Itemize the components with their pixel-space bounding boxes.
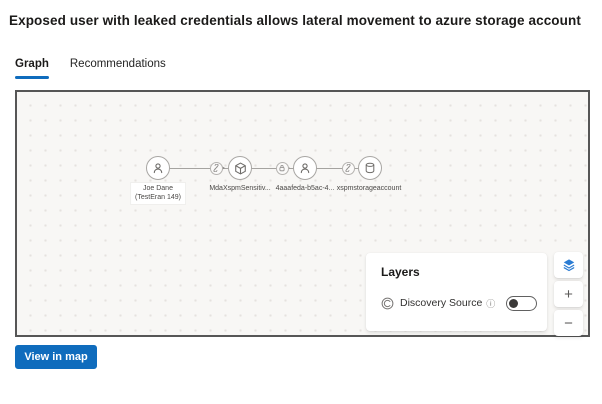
toggle-knob — [509, 298, 518, 308]
discovery-source-icon — [381, 297, 394, 310]
node-label-storage: xspmstorageaccount — [336, 185, 402, 192]
node-label-4aaafeda: 4aaafeda-b5ac-4... — [275, 185, 335, 192]
graph-node-4aaafeda-user[interactable] — [293, 156, 317, 180]
discovery-source-label: Discovery Source — [400, 297, 483, 309]
graph-node-mdaxspm-sensitive[interactable] — [228, 156, 252, 180]
tab-recommendations[interactable]: Recommendations — [69, 58, 166, 70]
cube-icon — [234, 162, 247, 175]
view-in-map-button[interactable]: View in map — [15, 345, 97, 369]
tab-bar: Graph Recommendations — [15, 58, 166, 79]
layers-icon — [562, 258, 576, 272]
node-label-joe-dane: Joe Dane (TestEran 149) — [131, 183, 185, 204]
zoom-out-button[interactable]: − — [554, 310, 583, 336]
info-icon[interactable]: ⓘ — [486, 299, 496, 310]
graph-edge-line — [158, 168, 369, 169]
map-controls: + − — [554, 252, 583, 336]
graph-node-xspm-storage[interactable] — [358, 156, 382, 180]
layers-panel: Layers Discovery Source ⓘ — [366, 253, 547, 331]
zoom-in-button[interactable]: + — [554, 281, 583, 307]
edge-link-icon — [209, 161, 223, 175]
discovery-source-row: Discovery Source ⓘ — [381, 293, 537, 313]
user-icon — [152, 162, 164, 174]
graph-canvas[interactable]: Joe Dane (TestEran 149) MdaXspmSensitiv.… — [15, 90, 590, 337]
arrowhead-icon — [220, 164, 225, 171]
edge-link-icon — [341, 161, 355, 175]
discovery-source-toggle[interactable] — [506, 295, 537, 311]
node-label-mdaxspm: MdaXspmSensitiv... — [209, 185, 271, 192]
edge-lock-icon — [275, 161, 289, 175]
graph-node-joe-dane[interactable] — [146, 156, 170, 180]
user-icon — [299, 162, 311, 174]
layers-panel-title: Layers — [381, 265, 420, 279]
storage-icon — [364, 162, 376, 174]
tab-graph[interactable]: Graph — [15, 58, 49, 79]
page-title: Exposed user with leaked credentials all… — [9, 13, 581, 28]
layers-toggle-button[interactable] — [554, 252, 583, 278]
